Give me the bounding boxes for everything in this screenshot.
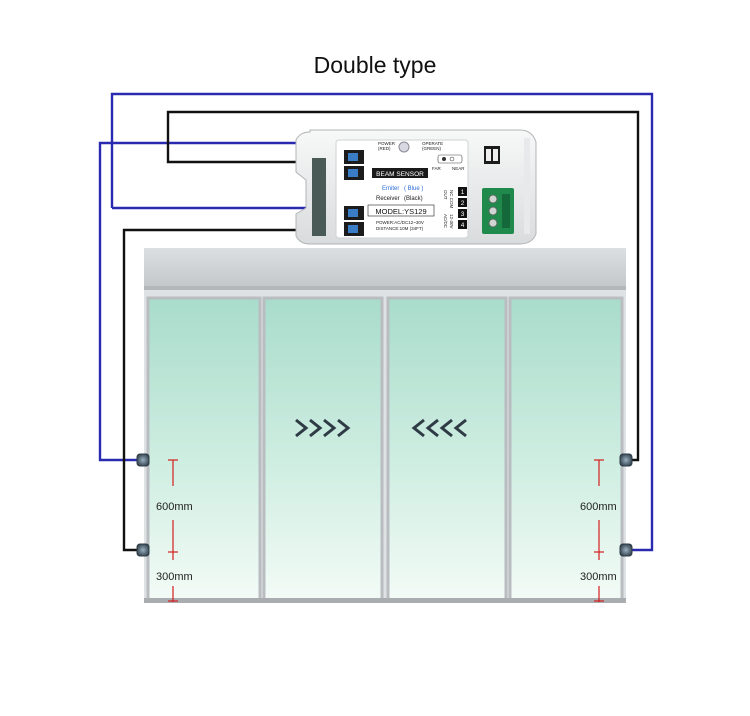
out-label: OUT: [443, 190, 448, 200]
terminal-numbers: 1 2 3 4: [458, 187, 467, 229]
door-header: [144, 248, 626, 288]
glass-panel-2: [262, 296, 384, 602]
receiver-wire-left: [122, 228, 312, 552]
emitter-color: ( Blue ): [404, 186, 423, 192]
nc-com-label: NC COM: [449, 190, 454, 208]
power-color-label: (RED): [378, 146, 391, 151]
sensor-left-upper-icon: [136, 453, 150, 467]
diagram-title: Double type: [313, 52, 437, 78]
height-marker-left: [168, 459, 178, 602]
power-led-icon: [398, 141, 410, 153]
arrows-left-icon: [411, 418, 467, 438]
terminal-3: 3: [461, 211, 465, 218]
operate-color-label: (GREEN): [422, 146, 442, 151]
height-marker-right: [594, 459, 604, 602]
height-600-right: 600mm: [580, 501, 617, 513]
beam-sensor-text: BEAM SENSOR: [376, 171, 424, 178]
terminal-1: 1: [461, 189, 465, 196]
emitter-wire-left: [98, 141, 312, 462]
glass-panel-4: [508, 296, 624, 602]
supply-label: AC/DC: [443, 214, 448, 229]
operate-label: OPERATE: [422, 141, 443, 146]
arrows-right-icon: [295, 418, 351, 438]
power-spec: POWER:AC/DC12~30V: [376, 220, 424, 225]
emitter-wire-right: [110, 92, 654, 552]
model-label: MODEL:YS129: [375, 207, 426, 216]
glass-panel-1: [146, 296, 262, 602]
terminal-2: 2: [461, 200, 465, 207]
sensor-right-upper-icon: [619, 453, 633, 467]
far-label: FAR: [432, 166, 442, 171]
sliding-door: [144, 248, 626, 603]
height-300-right: 300mm: [580, 571, 617, 583]
terminal-4: 4: [461, 222, 465, 229]
height-600-left: 600mm: [156, 501, 193, 513]
receiver-wire-right: [166, 110, 640, 462]
sensor-left-lower-icon: [136, 543, 150, 557]
near-label: NEAR: [452, 166, 465, 171]
emitter-label: Emiter: [382, 186, 399, 192]
glass-panel-3: [386, 296, 508, 602]
sensor-right-lower-icon: [619, 543, 633, 557]
beam-sensor-controller: POWER (RED) OPERATE (GREEN) FAR NEAR BEA…: [295, 129, 537, 245]
height-300-left: 300mm: [156, 571, 193, 583]
beam-sensor-badge: [372, 168, 428, 178]
supply-voltage: 12-30V: [449, 214, 454, 229]
receiver-label: Receiver: [376, 196, 400, 202]
receiver-color: (Black): [404, 196, 423, 202]
power-label: POWER: [378, 141, 396, 146]
distance-spec: DISTANCE:10M (34FT): [376, 226, 424, 231]
